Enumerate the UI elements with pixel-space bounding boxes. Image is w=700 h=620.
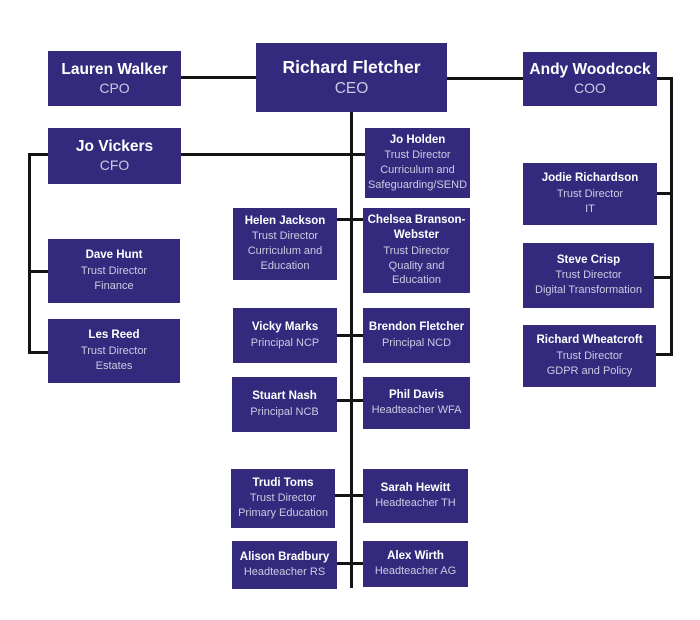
person-title: Principal NCB bbox=[250, 405, 319, 418]
org-box-sarah-hewitt: Sarah Hewitt Headteacher TH bbox=[363, 469, 468, 523]
person-title: Trust Director IT bbox=[556, 187, 624, 215]
org-box-andy-woodcock: Andy Woodcock COO bbox=[523, 52, 657, 106]
person-name: Chelsea Branson- Webster bbox=[367, 213, 466, 242]
connector-stuart-phil bbox=[337, 399, 363, 402]
person-name: Sarah Hewitt bbox=[380, 481, 451, 494]
person-title: Trust Director GDPR and Policy bbox=[546, 349, 633, 377]
person-title: Headteacher RS bbox=[243, 566, 326, 579]
org-box-lauren-walker: Lauren Walker CPO bbox=[48, 51, 181, 106]
person-title: COO bbox=[574, 80, 606, 97]
person-name: Steve Crisp bbox=[556, 253, 621, 266]
person-name: Stuart Nash bbox=[252, 390, 317, 403]
connector-center-vertical bbox=[350, 112, 353, 588]
person-title: Trust Director Finance bbox=[80, 264, 148, 292]
connector-jodie-stub bbox=[656, 192, 670, 195]
connector-steve-stub bbox=[654, 276, 670, 279]
person-title: Trust Director Quality and Education bbox=[383, 244, 450, 287]
person-title: Trust Director Digital Transformation bbox=[535, 269, 642, 297]
connector-trudi-sarah bbox=[335, 494, 363, 497]
org-box-alison-bradbury: Alison Bradbury Headteacher RS bbox=[232, 541, 337, 589]
connector-dave-hunt-stub bbox=[28, 270, 48, 273]
org-box-alex-wirth: Alex Wirth Headteacher AG bbox=[363, 541, 468, 587]
connector-richard-andy bbox=[447, 77, 523, 80]
org-box-chelsea-branson-webster: Chelsea Branson- Webster Trust Director … bbox=[363, 208, 470, 293]
org-box-steve-crisp: Steve Crisp Trust Director Digital Trans… bbox=[523, 243, 654, 308]
person-name: Jo Holden bbox=[389, 133, 446, 146]
person-title: Trust Director Primary Education bbox=[238, 492, 328, 520]
connector-andy-right-stub bbox=[657, 77, 673, 80]
person-title: Principal NCP bbox=[250, 336, 320, 349]
org-box-stuart-nash: Stuart Nash Principal NCB bbox=[232, 377, 337, 432]
person-name: Lauren Walker bbox=[61, 60, 168, 78]
person-title: Principal NCD bbox=[381, 336, 452, 349]
org-box-les-reed: Les Reed Trust Director Estates bbox=[48, 319, 180, 383]
person-name: Jodie Richardson bbox=[541, 172, 639, 185]
person-name: Andy Woodcock bbox=[529, 61, 651, 79]
org-box-richard-wheatcroft: Richard Wheatcroft Trust Director GDPR a… bbox=[523, 325, 656, 387]
org-box-jodie-richardson: Jodie Richardson Trust Director IT bbox=[523, 163, 657, 225]
org-box-jo-vickers: Jo Vickers CFO bbox=[48, 128, 181, 184]
person-title: CFO bbox=[99, 157, 130, 174]
person-title: Headteacher AG bbox=[374, 565, 457, 578]
connector-wheatcroft-stub bbox=[656, 353, 670, 356]
person-name: Phil Davis bbox=[389, 388, 444, 401]
connector-helen-chelsea bbox=[337, 218, 363, 221]
org-box-richard-fletcher: Richard Fletcher CEO bbox=[256, 43, 447, 112]
connector-right-vertical bbox=[670, 77, 673, 356]
person-name: Alison Bradbury bbox=[239, 550, 330, 563]
org-box-dave-hunt: Dave Hunt Trust Director Finance bbox=[48, 239, 180, 303]
person-title: Trust Director Curriculum and Education bbox=[247, 230, 323, 273]
org-box-trudi-toms: Trudi Toms Trust Director Primary Educat… bbox=[231, 469, 335, 528]
person-title: CPO bbox=[99, 79, 130, 96]
connector-vicky-brendon bbox=[337, 334, 363, 337]
person-name: Richard Fletcher bbox=[282, 57, 421, 78]
connector-alison-alex bbox=[337, 562, 363, 565]
person-title: Headteacher WFA bbox=[371, 404, 462, 417]
org-box-brendon-fletcher: Brendon Fletcher Principal NCD bbox=[363, 308, 470, 363]
org-box-phil-davis: Phil Davis Headteacher WFA bbox=[363, 377, 470, 429]
person-name: Alex Wirth bbox=[387, 549, 444, 562]
person-name: Jo Vickers bbox=[75, 138, 154, 156]
connector-left-vertical bbox=[28, 153, 31, 354]
person-name: Les Reed bbox=[88, 329, 140, 342]
person-title: CEO bbox=[334, 80, 369, 98]
connector-les-reed-stub bbox=[28, 351, 48, 354]
org-box-jo-holden: Jo Holden Trust Director Curriculum and … bbox=[365, 128, 470, 198]
person-name: Richard Wheatcroft bbox=[536, 334, 643, 347]
person-name: Dave Hunt bbox=[85, 249, 143, 262]
person-name: Helen Jackson bbox=[244, 214, 326, 227]
connector-jovickers-joholden bbox=[181, 153, 365, 156]
org-box-vicky-marks: Vicky Marks Principal NCP bbox=[233, 308, 337, 363]
person-name: Trudi Toms bbox=[252, 476, 314, 489]
person-title: Trust Director Estates bbox=[80, 344, 148, 372]
org-box-helen-jackson: Helen Jackson Trust Director Curriculum … bbox=[233, 208, 337, 280]
connector-lauren-richard bbox=[181, 76, 256, 79]
person-name: Vicky Marks bbox=[251, 321, 319, 334]
person-name: Brendon Fletcher bbox=[368, 321, 465, 334]
connector-jovickers-left-stub bbox=[28, 153, 48, 156]
person-title: Headteacher TH bbox=[375, 497, 456, 510]
person-title: Trust Director Curriculum and Safeguardi… bbox=[367, 149, 468, 192]
